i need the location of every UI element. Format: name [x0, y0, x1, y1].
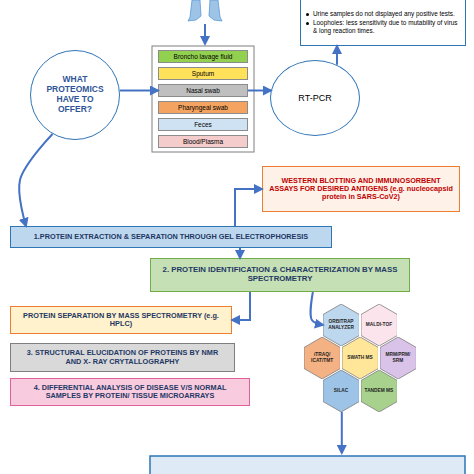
hexagon-label-holder: MALDI-TOF — [363, 304, 395, 346]
flow-arrow — [19, 134, 52, 226]
cropped-box — [150, 456, 465, 474]
technique-hexagon: MALDI-TOF — [361, 304, 397, 346]
technique-hexagon: ORBITRAP ANALYZER — [323, 304, 359, 346]
hexagon-label-holder: MRM/PRM/ SRM — [382, 337, 414, 379]
sample-box: Blood/Plasma — [158, 135, 248, 148]
technique-hexagon: TANDEM MS — [361, 370, 397, 412]
hexagon-label-holder: iTRAQ/ ICAT/TMT — [306, 337, 338, 379]
node-label: 1.PROTEIN EXTRACTION & SEPARATION THROUG… — [34, 233, 308, 241]
node-label: RT-PCR — [298, 93, 331, 103]
hexagon-shape — [323, 304, 359, 346]
hexagon-shape — [361, 370, 397, 412]
node-label: Broncho lavage fluid — [174, 53, 233, 60]
node-label: PROTEIN SEPARATION BY MASS SPECTROMETRY … — [21, 312, 221, 329]
flow-arrow — [336, 46, 338, 65]
hexagon-label-holder: SWATH MS — [344, 337, 376, 379]
bullet-text: Loopholes: less sensitivity due to mutab… — [313, 19, 461, 34]
hexagon-label: MRM/PRM/ SRM — [382, 352, 414, 363]
bullet-text: Urine samples do not displayed any posit… — [313, 10, 455, 17]
flow-arrow — [341, 412, 343, 453]
method-circle: RT-PCR — [270, 60, 360, 136]
hexagon-label-holder: SILAC — [325, 370, 357, 412]
node-label: Pharyngeal swab — [178, 104, 228, 111]
process-box: 2. PROTEIN IDENTIFICATION & CHARACTERIZA… — [150, 258, 410, 292]
assay-box: WESTERN BLOTTING AND IMMUNOSORBENT ASSAY… — [262, 166, 460, 212]
hexagon-label: ORBITRAP ANALYZER — [325, 319, 357, 330]
flow-arrow — [235, 189, 262, 226]
hexagon-label-holder: ORBITRAP ANALYZER — [325, 304, 357, 346]
sample-box: Sputum — [158, 67, 248, 80]
sample-box: Broncho lavage fluid — [158, 50, 248, 63]
bullet-dot — [306, 13, 309, 16]
node-label: 2. PROTEIN IDENTIFICATION & CHARACTERIZA… — [161, 266, 399, 284]
hexagon-label: MALDI-TOF — [366, 322, 392, 328]
hexagon-shape — [304, 337, 340, 379]
sample-box: Nasal swab — [158, 84, 248, 97]
node-label: Sputum — [192, 70, 214, 77]
process-box: 4. DIFFERENTIAL ANALYSIS OF DISEASE V/S … — [10, 378, 250, 406]
technique-hexagon: SILAC — [323, 370, 359, 412]
technique-hexagon: SWATH MS — [342, 337, 378, 379]
sample-box: Pharyngeal swab — [158, 101, 248, 114]
note-box: Urine samples do not displayed any posit… — [300, 0, 466, 46]
hexagon-shape — [323, 370, 359, 412]
hexagon-shape — [361, 304, 397, 346]
flow-arrow — [248, 90, 271, 92]
hexagon-label: TANDEM MS — [365, 388, 394, 394]
node-label: Feces — [194, 121, 212, 128]
node-label: WHAT PROTEOMICS HAVE TO OFFER? — [43, 75, 107, 114]
flow-arrow — [120, 90, 158, 92]
process-box: 3. STRUCTURAL ELUCIDATION OF PROTEINS BY… — [10, 343, 235, 372]
bullet-row: Loopholes: less sensitivity due to mutab… — [304, 19, 461, 34]
sample-frame — [152, 46, 254, 152]
hexagon-shape — [380, 337, 416, 379]
flow-arrow — [232, 292, 250, 320]
process-box: 1.PROTEIN EXTRACTION & SEPARATION THROUG… — [10, 226, 332, 248]
hexagon-label-holder: TANDEM MS — [363, 370, 395, 412]
technique-hexagon: iTRAQ/ ICAT/TMT — [304, 337, 340, 379]
technique-hexagon: MRM/PRM/ SRM — [380, 337, 416, 379]
hexagon-shape — [342, 337, 378, 379]
question-circle: WHAT PROTEOMICS HAVE TO OFFER? — [30, 50, 120, 140]
node-label: 3. STRUCTURAL ELUCIDATION OF PROTEINS BY… — [19, 349, 226, 366]
node-label: WESTERN BLOTTING AND IMMUNOSORBENT ASSAY… — [268, 177, 454, 202]
figure-leg — [209, 0, 222, 21]
figure-leg — [188, 0, 201, 21]
bullet-row: Urine samples do not displayed any posit… — [304, 10, 461, 17]
method-box: PROTEIN SEPARATION BY MASS SPECTROMETRY … — [10, 306, 232, 334]
node-label: Nasal swab — [186, 87, 220, 94]
flow-arrow — [311, 292, 323, 325]
hexagon-label: iTRAQ/ ICAT/TMT — [306, 352, 338, 363]
hexagon-label: SILAC — [334, 388, 348, 394]
flow-arrow — [204, 24, 206, 44]
human-figure — [188, 0, 222, 21]
hexagon-label: SWATH MS — [347, 355, 373, 361]
flow-arrow — [239, 248, 241, 258]
node-label: 4. DIFFERENTIAL ANALYSIS OF DISEASE V/S … — [19, 384, 241, 401]
node-label: Blood/Plasma — [183, 138, 223, 145]
bullet-dot — [306, 22, 309, 25]
sample-box: Feces — [158, 118, 248, 131]
